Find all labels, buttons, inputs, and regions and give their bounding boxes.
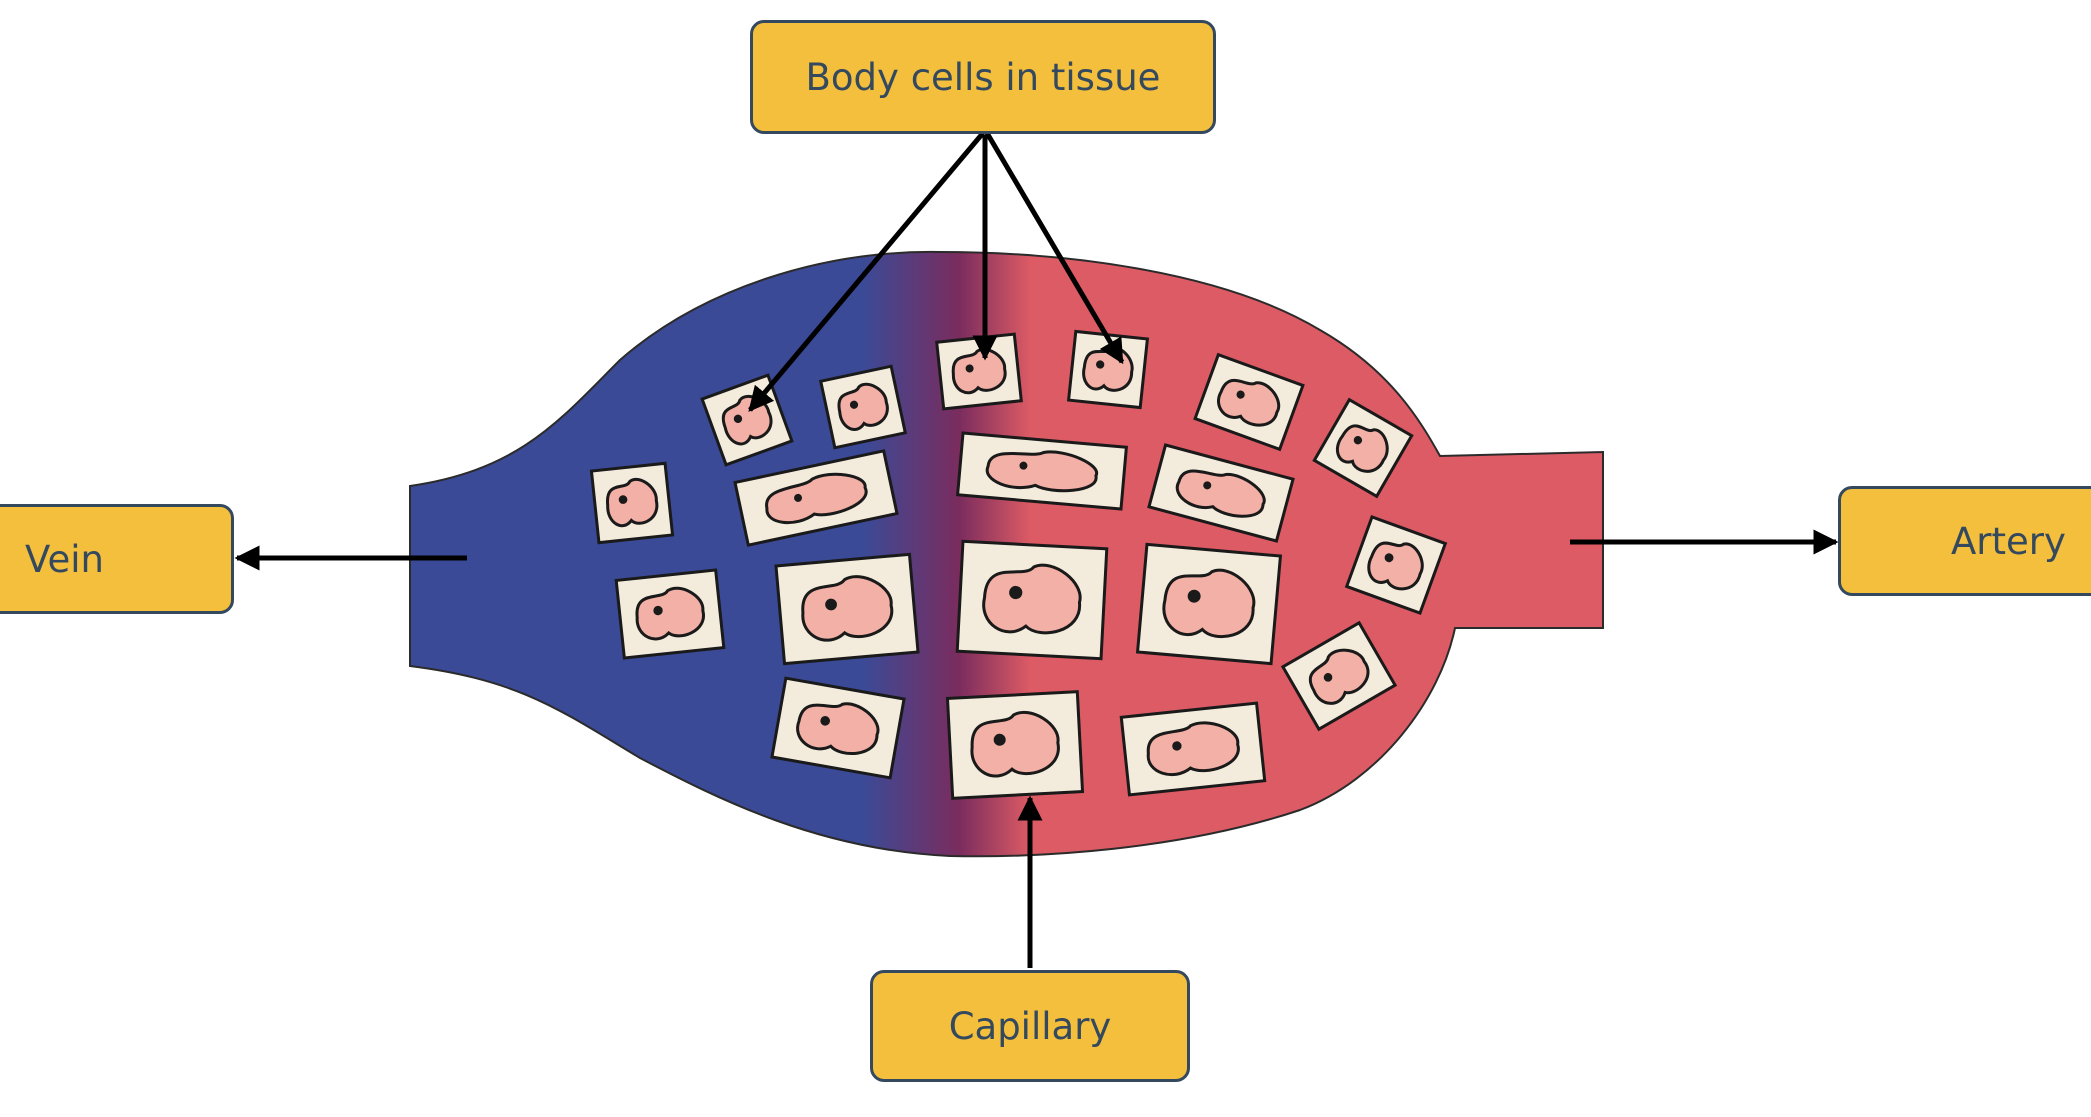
capillary-label: Capillary (870, 970, 1190, 1082)
artery-label: Artery (1838, 486, 2091, 596)
body-cell-icon (1119, 701, 1267, 797)
body-cell-icon (733, 449, 899, 547)
body-cell-icon (945, 690, 1085, 800)
body-cell-icon (1135, 542, 1283, 666)
body-cell-icon (1280, 620, 1398, 732)
body-cell-icon (955, 539, 1109, 661)
body-cell-icon (774, 552, 920, 666)
body-cell-icon (935, 332, 1023, 411)
body-cell-icon (589, 461, 675, 545)
body-cell-icon (818, 364, 908, 450)
body-cell-icon (1193, 352, 1305, 452)
body-cell-icon (1147, 443, 1295, 543)
body-cell-icon (770, 676, 906, 780)
arrow-icon (748, 131, 985, 412)
body-cell-icon (614, 568, 726, 660)
body-cells-group (589, 329, 1448, 800)
arrow-icon (984, 131, 1125, 365)
vein-label: Vein (0, 504, 234, 614)
body-cell-icon (1312, 397, 1414, 499)
body-cell-icon (955, 431, 1129, 511)
body-cells-label: Body cells in tissue (750, 20, 1216, 134)
body-cell-icon (1344, 514, 1448, 616)
